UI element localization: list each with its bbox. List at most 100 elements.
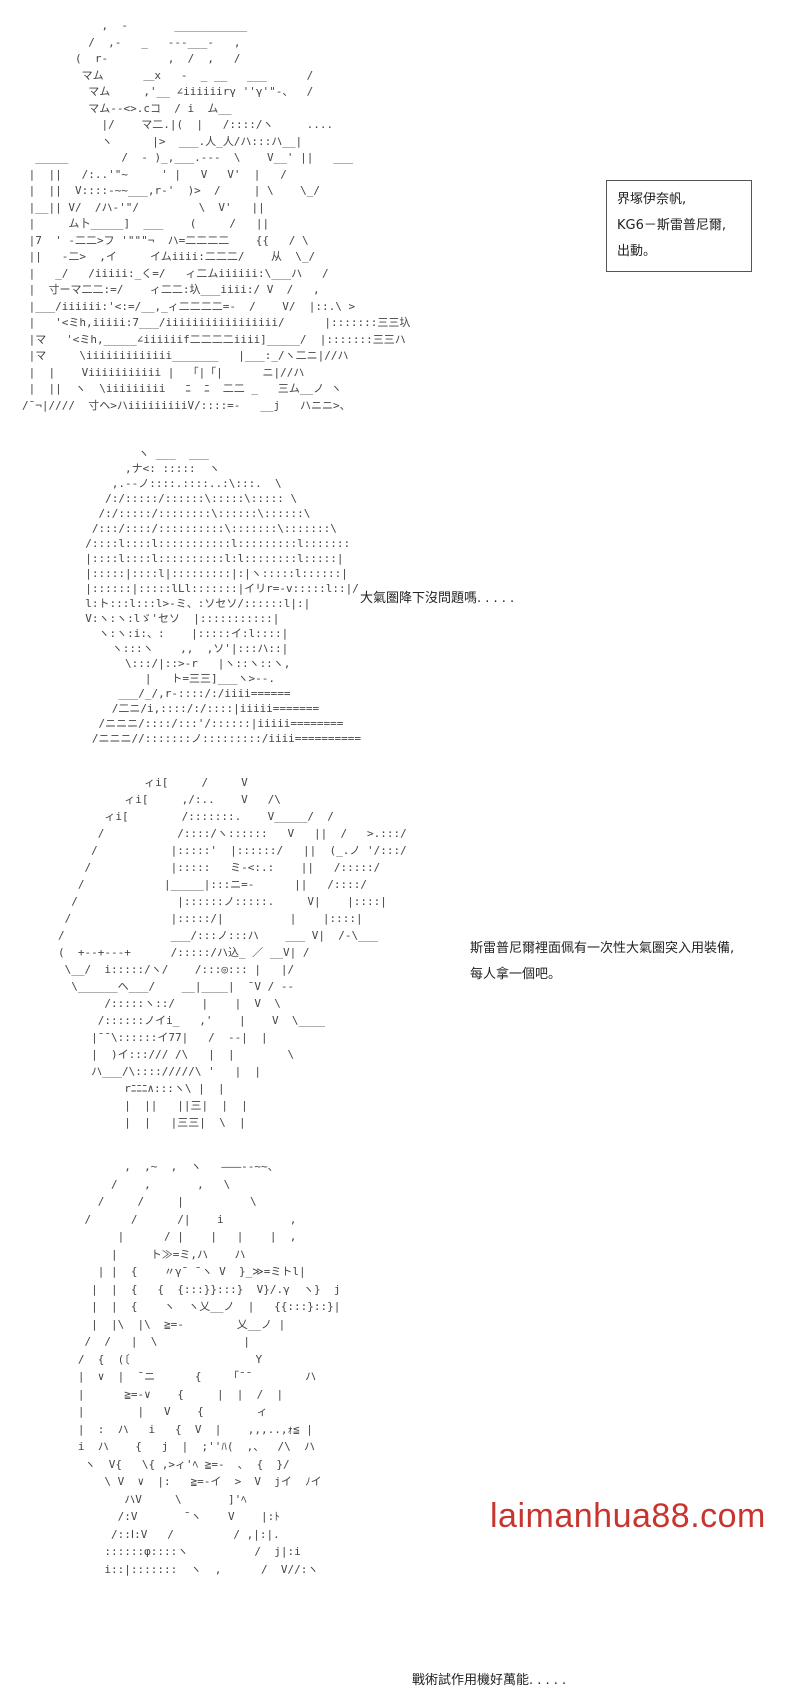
ascii-art-line: /¯¬|//// 寸ヘ>ハiiiiiiiiiV/::::=- __j ハニニ>、 — [22, 398, 351, 412]
ascii-art-line: |__|| V/ /ハ-'"/ \ V' || — [22, 200, 298, 214]
ascii-art-line: _____ / - )_,___.--- \ V__' || ___ — [22, 151, 360, 164]
ascii-art-line: | | { ヽ ヽ乂__ノ | {{:::}::}| — [58, 1300, 348, 1313]
ascii-art-line: | || /:..'"~ ' | V V' | / — [22, 167, 314, 181]
ascii-art-line: ,ナ<: ::::: ヽ — [72, 462, 287, 475]
ascii-art-line: / /::::/ヽ:::::: V || / >.:::/ — [58, 827, 407, 840]
ascii-art-line: /::::l::::l:::::::::::l:::::::::l::::::: — [72, 537, 357, 550]
ascii-art-line: / |:::::' |::::::/ || (_.ノ '/:::/ — [58, 844, 414, 857]
ascii-art-mecha: , - ___________ / ,- _ ---___- , ( r- , … — [22, 18, 562, 418]
ascii-art-line: マム--<>.cコ / i ム__ — [22, 101, 365, 115]
ascii-art-line: / |::::: ミ-<:.: || /:::::/ — [58, 861, 394, 874]
dialog-text: 斯雷普尼爾裡面佩有一次性大氣圏突入用裝備, 每人拿一個吧。 — [470, 936, 734, 988]
ascii-art-line: \:::/|::>-r |ヽ::ヽ::ヽ, — [72, 657, 317, 670]
ascii-art-line: \______ヘ___/ __|____| ¯V / -- — [58, 980, 308, 993]
ascii-art-line: ヽ V{ \{ ,>ィ'ﾍ ≧=- ､ { }/ — [58, 1457, 317, 1471]
ascii-art-line: / ,- _ ---___- , — [22, 35, 360, 49]
ascii-art-line: | | |三三| \ | — [58, 1116, 319, 1129]
ascii-art-line: /:/:::::/::::::\:::::\::::: \ — [72, 492, 318, 505]
ascii-art-line: rﾆﾆﾆ∧:::ヽ\ | | — [58, 1082, 324, 1095]
ascii-art-line: / |::::::ノ:::::. V| |::::| — [58, 895, 407, 908]
ascii-art-line: l:ト:::l:::l>-ミ、:ソセソ/::::::l|:| — [72, 597, 337, 610]
ascii-art-line: | : ハ i { V | ,,,..,ｫ≦ | — [58, 1422, 340, 1436]
dialog-text: 大氣圏降下沒問題嗎. . . . . — [360, 591, 515, 606]
ascii-art-line: | ト≫=ミ,ハ ハ — [58, 1247, 286, 1261]
callout-line: KG6－斯雷普尼爾, — [617, 218, 727, 233]
ascii-art-line: /:::/::::/::::::::::\:::::::\:::::::\ — [72, 522, 344, 535]
ascii-art-line: /二ニ/i,::::/:/::::|iiiii======= — [72, 702, 333, 715]
ascii-art-line: \ V ∨ |: ≧=-イ > V jイ ﾉイ — [58, 1475, 342, 1488]
ascii-art-line: |マ '<ミh,_____∠iiiiiif二二二二iiii]_____/ |::… — [22, 332, 406, 346]
ascii-art-line: /:V ¯ヽ V |:ﾄ — [58, 1510, 327, 1523]
ascii-art-line: || -二> ,イ イムiiii:二二二/ 从 \_/ — [22, 250, 342, 263]
ascii-art-line: / / | \ — [58, 1195, 304, 1208]
ascii-art-line: , ,~ , ヽ ―――--~~、 — [58, 1160, 332, 1173]
ascii-art-line: / / /| i , — [58, 1212, 317, 1226]
ascii-art-line: /::::::ノイi_ ,' | V \____ — [58, 1014, 339, 1027]
callout-line: 出動。 — [617, 244, 657, 259]
panel-2: ヽ ___ ___ ,ナ<: ::::: ヽ ,.--ノ::::.::::..:… — [0, 430, 800, 760]
ascii-art-line: | || ヽ \iiiiiiiii ﾆ ﾆ 二二 _ 三ム__ノ ヽ — [22, 382, 356, 395]
ascii-art-line: | _/ /iiiii:_く=/ ィ二ムiiiiii:\___ハ / — [22, 266, 362, 280]
ascii-art-line: /:/:::::/::::::::\::::::\::::::\ — [72, 507, 324, 520]
ascii-art-line: / |:::::/| | |::::| — [58, 912, 383, 925]
ascii-art-line: ::::::φ::::ヽ / j|:i — [58, 1545, 341, 1558]
dialog-line: 每人拿一個吧。 — [470, 967, 562, 982]
ascii-art-pilot-with-shield: ィi[ / V ィi[ ,/:.. V /\ ィi[ /:::::::. V__… — [58, 774, 418, 1134]
ascii-art-line: ヽ:ヽ:i:、: |:::::イ:l::::| — [72, 627, 315, 640]
ascii-art-line: |::::::|:::::lLl:::::::|イリr=-v:::::l::|/ — [72, 582, 366, 595]
ascii-art-line: ヽ:::ヽ ,, ,ソ'|:::ハ::| — [72, 642, 315, 655]
ascii-art-line: マム ,'__ ∠iiiiiirγ ''γ'"-、 / — [22, 85, 367, 98]
ascii-art-line: マム ＿x - _ __ ___ / — [22, 68, 367, 82]
ascii-art-line: | || ||三| | | — [58, 1099, 328, 1112]
ascii-art-line: | ム卜_____] ___ ( / || — [22, 217, 343, 230]
ascii-art-line: | ∨ | ¯ニ { 「¯¯ ハ — [58, 1370, 337, 1383]
ascii-art-line: /ニニニ/::::/:::'/::::::|iiiii======== — [72, 717, 357, 730]
ascii-art-line: | 寸ーマ二二:=/ ィ二二:圦___iiii:/ V / , — [22, 283, 347, 296]
ascii-art-line: ,.--ノ::::.::::..:\:::. \ — [72, 477, 315, 490]
dialog-line: 斯雷普尼爾裡面佩有一次性大氣圏突入用裝備, — [470, 941, 735, 956]
ascii-art-line: \__/ i:::::/ヽ/ /:::◎::: | |/ — [58, 963, 308, 976]
ascii-art-line: / |_____|:::ニ=- || /::::/ — [58, 878, 381, 891]
ascii-art-line: V:ヽ:ヽ:lゞ'セソ |:::::::::::| — [72, 612, 326, 625]
ascii-art-line: | | { { {:::}}:::} V}/.γ ヽ} j — [58, 1282, 358, 1296]
ascii-art-line: | ≧=-∨ { | | / | — [58, 1387, 297, 1401]
ascii-art-character-glasses: , ,~ , ヽ ―――--~~、 / , , \ / / | \ / / /|… — [58, 1158, 358, 1598]
ascii-art-line: ヽ ___ ___ — [72, 447, 295, 460]
ascii-art-line: |マ \iiiiiiiiiiiii_______ |___:_/ヽ二ニ|//ハ — [22, 349, 349, 362]
ascii-art-line: ヽ |> ___.人_人/ハ:::ハ__| — [22, 134, 349, 148]
ascii-art-line: /::Ⅰ:V / / ,|:|. — [58, 1527, 320, 1541]
ascii-art-line: | / | | | | , — [58, 1230, 310, 1243]
ascii-art-line: |___/iiiiii:'<:=/__,_ィ二二二二=- / V/ |::.\ … — [22, 299, 369, 313]
panel-1: , - ___________ / ,- _ ---___- , ( r- , … — [0, 0, 800, 430]
dialog-text: 戰術試作用機好萬能. . . . . — [412, 1673, 567, 1688]
ascii-art-line: / ___/:::ノ:::ハ ___ V| /-\___ — [58, 929, 379, 942]
ascii-art-line: |¯¯\::::::イ77| / --| | — [58, 1031, 321, 1044]
ascii-art-line: / / | \ | — [58, 1335, 290, 1348]
ascii-art-line: / , , \ — [58, 1177, 284, 1191]
watermark: laimanhua88.com — [490, 1497, 766, 1535]
ascii-art-line: i ハ { j | ;''ﾊ( ,、 /\ ハ — [58, 1440, 329, 1453]
ascii-art-line: ハ___/\:::://///\ ' | | — [58, 1065, 328, 1078]
ascii-art-line: | )イ:::/// /\ | | \ — [58, 1048, 315, 1061]
ascii-art-line: ( r- , / , / — [22, 52, 360, 65]
ascii-art-line: |7 ' -二二>フ '"""¬ ハ=二二二二 {{ / \ — [22, 233, 336, 247]
ascii-art-line: ( +--+---+ /:::::/ハ込_ ／ __V| / — [58, 946, 323, 959]
ascii-art-line: | ト=三三]___ヽ>--. — [72, 672, 302, 685]
ascii-art-line: ィi[ ,/:.. V /\ — [58, 793, 301, 806]
panel-4: , ,~ , ヽ ―――--~~、 / , , \ / / | \ / / /|… — [0, 1150, 800, 1688]
ascii-art-line: i::|::::::: ヽ , / V//:ヽ — [58, 1562, 345, 1576]
ascii-art-line: | '<ミh,iiiii:7___/iiiiiiiiiiiiiiiii/ |::… — [22, 316, 411, 329]
ascii-art-line: | | V { ィ — [58, 1405, 328, 1418]
ascii-art-character-portrait: ヽ ___ ___ ,ナ<: ::::: ヽ ,.--ノ::::.::::..:… — [72, 446, 372, 746]
ascii-art-line: |::::l::::l::::::::::l:l::::::::l:::::| — [72, 552, 357, 565]
ascii-art-line: /:::::ヽ::/ | | V \ — [58, 997, 301, 1010]
ascii-art-line: / { (〔 Y — [58, 1352, 302, 1366]
ascii-art-line: ィi[ /:::::::. V_____/ / — [58, 810, 341, 823]
ascii-art-line: ハV \ ]'ﾍ — [58, 1492, 320, 1506]
ascii-art-line: | || V::::-~~___,r-' )> / | \ \_/ — [22, 184, 334, 197]
panel-3: ィi[ / V ィi[ ,/:.. V /\ ィi[ /:::::::. V__… — [0, 770, 800, 1140]
ascii-art-line: , - ___________ — [22, 19, 360, 32]
ascii-art-line: ___/_/,r-::::/:/iiii====== — [72, 687, 318, 700]
ascii-art-line: ィi[ / V — [58, 776, 301, 789]
callout-line: 界塚伊奈帆, — [617, 192, 687, 207]
